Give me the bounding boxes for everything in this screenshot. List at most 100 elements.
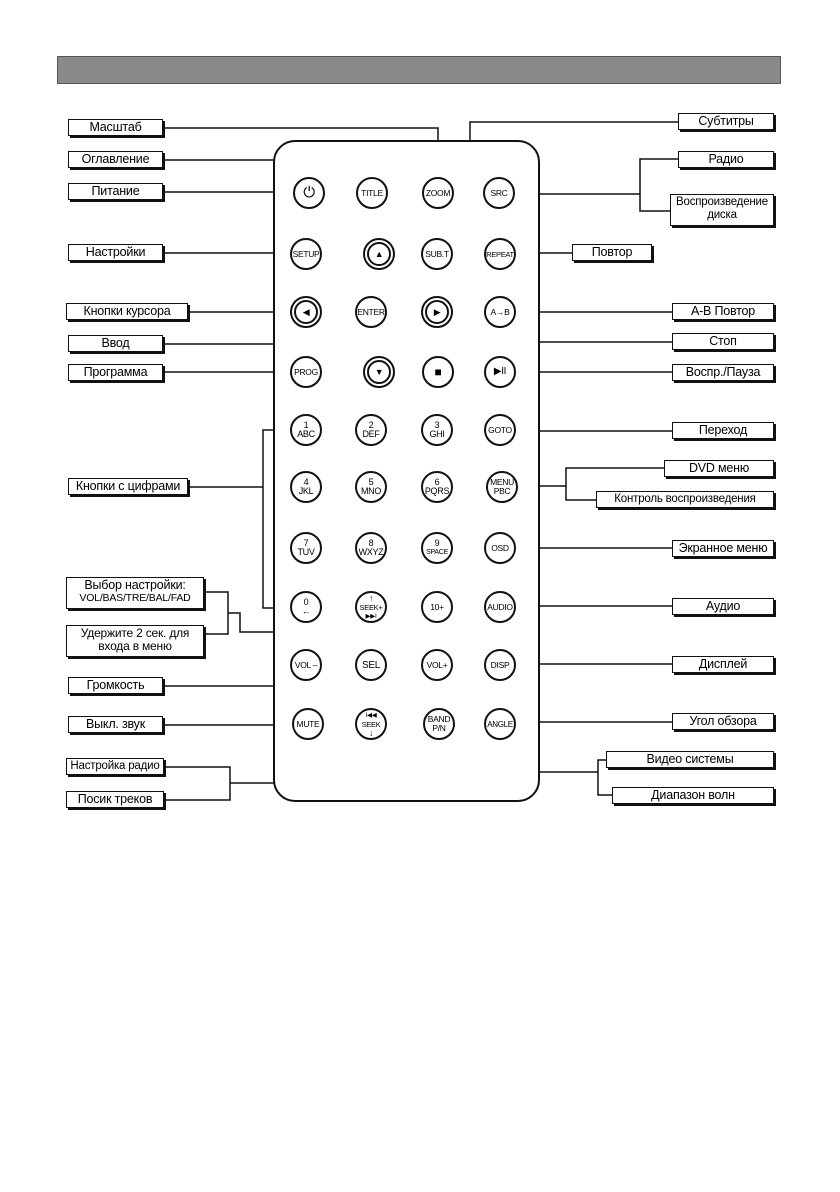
label-subtitle: Субтитры [678, 113, 774, 130]
digit-4-label: 4 [303, 477, 309, 487]
label-track-search: Посик треков [66, 791, 164, 808]
label-digits: Кнопки с цифрами [68, 478, 188, 495]
play-pause-button[interactable]: ▶II [484, 356, 516, 388]
angle-button-label: ANGLE [487, 719, 513, 729]
cursor-left-button[interactable]: ◀ [290, 296, 322, 328]
label-sel-hold-line2: входа в меню [98, 639, 172, 653]
digit-8-letters: WXYZ [358, 547, 384, 557]
digit-0-button[interactable]: 0 ← [290, 591, 322, 623]
angle-button[interactable]: ANGLE [484, 708, 516, 740]
digit-3-label: 3 [434, 420, 440, 430]
arrow-down-icon: ▼ [367, 360, 391, 384]
vol-minus-button[interactable]: VOL – [290, 649, 322, 681]
line-sel-bracket [206, 591, 229, 635]
label-play-pause: Воспр./Пауза [672, 364, 774, 381]
power-icon: ⏻ [303, 184, 315, 201]
digit-8-button[interactable]: 8 WXYZ [355, 532, 387, 564]
next-track-icon: ▶▶I [365, 612, 377, 620]
line-band-bracket [597, 759, 612, 796]
zoom-button-label: ZOOM [425, 187, 451, 198]
cursor-up-button[interactable]: ▲ [363, 238, 395, 270]
digit-2-button[interactable]: 2 DEF [355, 414, 387, 446]
cursor-right-button[interactable]: ▶ [421, 296, 453, 328]
label-enter: Ввод [68, 335, 163, 352]
setup-button-label: SETUP [292, 248, 320, 259]
seek-minus-label: SEEK [361, 719, 381, 729]
src-button-label: SRC [490, 187, 508, 198]
digit-6-button[interactable]: 6 PQRS [421, 471, 453, 503]
label-program: Программа [68, 364, 163, 381]
line-src-bracket [639, 158, 678, 212]
label-disc-play: Воспроизведение диска [670, 194, 774, 226]
prog-button[interactable]: PROG [290, 356, 322, 388]
repeat-button-label: REPEAT [486, 249, 514, 259]
src-button[interactable]: SRC [483, 177, 515, 209]
digit-1-button[interactable]: 1 ABC [290, 414, 322, 446]
cursor-down-button[interactable]: ▼ [363, 356, 395, 388]
enter-button-label: ENTER [357, 306, 385, 317]
digit-9-label: 9 [434, 538, 440, 548]
digit-9-button[interactable]: 9 SPACE [421, 532, 453, 564]
stop-icon: ■ [434, 365, 442, 379]
setup-button[interactable]: SETUP [290, 238, 322, 270]
band-label: BAND [427, 714, 451, 724]
arrow-up-icon: ▲ [367, 242, 391, 266]
label-power: Питание [68, 183, 163, 200]
digit-3-button[interactable]: 3 GHI [421, 414, 453, 446]
vol-plus-button[interactable]: VOL+ [421, 649, 453, 681]
digit-1-letters: ABC [297, 429, 315, 439]
audio-button[interactable]: AUDIO [484, 591, 516, 623]
label-pbc: Контроль воспроизведения [596, 491, 774, 508]
ab-repeat-button[interactable]: A→B [484, 296, 516, 328]
digit-5-button[interactable]: 5 MNO [355, 471, 387, 503]
prog-button-label: PROG [294, 366, 318, 377]
title-button[interactable]: TITLE [356, 177, 388, 209]
digit-4-letters: JKL [298, 486, 314, 496]
label-video-system: Видео системы [606, 751, 774, 768]
enter-button[interactable]: ENTER [355, 296, 387, 328]
mute-button[interactable]: MUTE [292, 708, 324, 740]
digit-3-letters: GHI [429, 429, 445, 439]
osd-button-label: OSD [491, 542, 509, 553]
sel-button[interactable]: SEL [355, 649, 387, 681]
disp-button[interactable]: DISP [484, 649, 516, 681]
power-button[interactable]: ⏻ [293, 177, 325, 209]
menu-pbc-button[interactable]: MENU PBC [486, 471, 518, 503]
zoom-button[interactable]: ZOOM [422, 177, 454, 209]
digit-6-letters: PQRS [424, 486, 450, 496]
label-sel-hold: Удержите 2 сек. для входа в меню [66, 625, 204, 657]
band-pn-button[interactable]: BAND P/N [423, 708, 455, 740]
seek-plus-button[interactable]: ↑ SEEK+ ▶▶I [355, 591, 387, 623]
label-disc-play-line2: диска [707, 209, 737, 221]
label-stop: Стоп [672, 333, 774, 350]
subt-button[interactable]: SUB.T [421, 238, 453, 270]
label-repeat: Повтор [572, 244, 652, 261]
ten-plus-button[interactable]: 10+ [421, 591, 453, 623]
digit-4-button[interactable]: 4 JKL [290, 471, 322, 503]
goto-button[interactable]: GOTO [484, 414, 516, 446]
digit-7-button[interactable]: 7 TUV [290, 532, 322, 564]
sel-button-label: SEL [361, 659, 380, 671]
digit-5-letters: MNO [360, 486, 382, 496]
digit-2-letters: DEF [362, 429, 380, 439]
digit-0-label: 0 [303, 597, 309, 607]
label-disc-play-line1: Воспроизведение [676, 196, 768, 208]
label-sel-hold-line1: Удержите 2 сек. для [80, 626, 190, 640]
repeat-button[interactable]: REPEAT [484, 238, 516, 270]
label-setup: Настройки [68, 244, 163, 261]
pn-label: P/N [432, 723, 446, 733]
digit-6-label: 6 [434, 477, 440, 487]
label-dvd-menu: DVD меню [664, 460, 774, 477]
arrow-down-small-icon: ↓ [369, 727, 373, 738]
play-pause-icon: ▶II [493, 366, 507, 377]
osd-button[interactable]: OSD [484, 532, 516, 564]
prev-track-icon: I◀◀ [365, 711, 377, 719]
label-display: Дисплей [672, 656, 774, 673]
label-volume: Громкость [68, 677, 163, 694]
vol-minus-label: VOL – [294, 659, 318, 670]
seek-minus-button[interactable]: I◀◀ SEEK ↓ [355, 708, 387, 740]
label-audio: Аудио [672, 598, 774, 615]
mute-button-label: MUTE [296, 718, 320, 729]
ten-plus-label: 10+ [430, 601, 444, 612]
stop-button[interactable]: ■ [422, 356, 454, 388]
